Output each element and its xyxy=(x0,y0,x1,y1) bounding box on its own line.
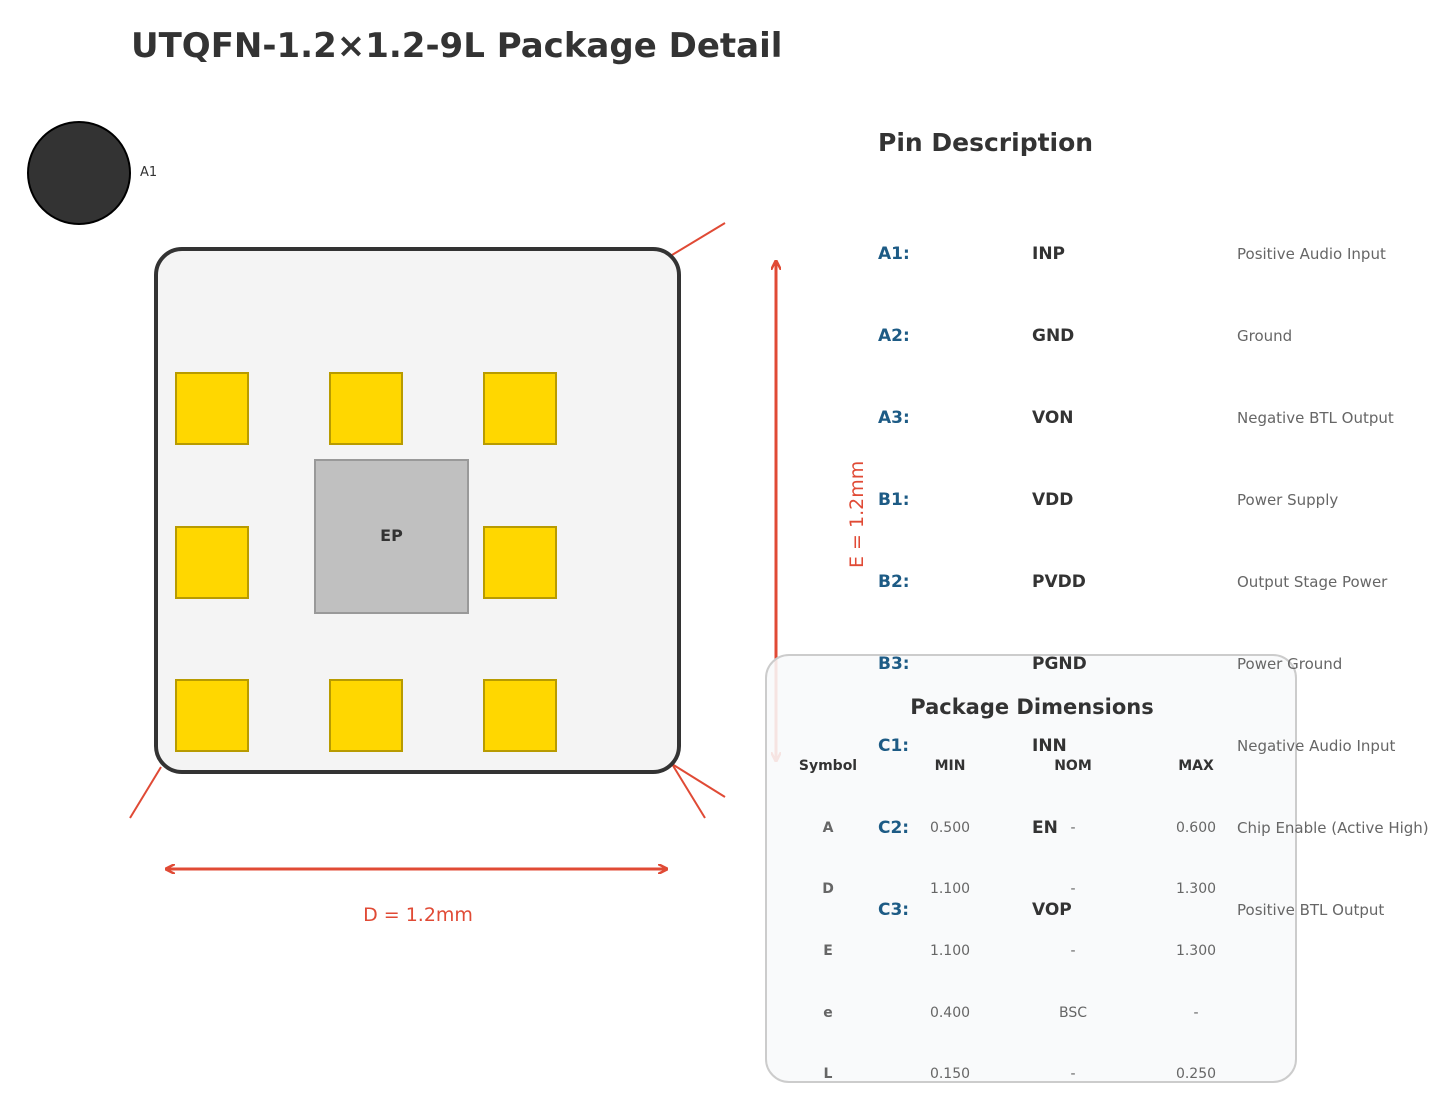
dimensions-cell: - xyxy=(1070,881,1076,897)
pad-a1 xyxy=(175,372,249,445)
dimensions-cell: 1.100 xyxy=(929,943,971,959)
pin-id: C3: xyxy=(878,900,910,920)
dimensions-cell: BSC xyxy=(1058,1005,1088,1021)
dimensions-cell: A xyxy=(822,820,834,836)
dimensions-cell: E xyxy=(823,943,833,959)
pin-desc: Chip Enable (Active High) xyxy=(1237,819,1429,837)
pin1-marker-dot xyxy=(27,121,131,225)
pin-id: B3: xyxy=(878,654,910,674)
pin-name: PVDD xyxy=(1032,572,1086,592)
dimensions-cell: 1.300 xyxy=(1175,881,1217,897)
dimensions-cell: - xyxy=(1193,1005,1199,1021)
dimensions-column-header: Symbol xyxy=(798,758,858,774)
package-dimensions-panel xyxy=(765,654,1297,1083)
pin-name: VOP xyxy=(1032,900,1072,920)
pin-id: A2: xyxy=(878,326,910,346)
dimensions-column-header: NOM xyxy=(1054,758,1092,774)
dimensions-cell: 0.500 xyxy=(929,820,971,836)
dimensions-cell: - xyxy=(1070,943,1076,959)
dimensions-cell: D xyxy=(822,881,834,897)
dimensions-cell: 0.600 xyxy=(1175,820,1217,836)
dimensions-cell: L xyxy=(823,1066,833,1082)
pin-desc: Positive Audio Input xyxy=(1237,245,1386,263)
pin-desc: Power Supply xyxy=(1237,491,1339,509)
dimensions-cell: e xyxy=(823,1005,833,1021)
pad-b3 xyxy=(483,526,557,599)
pin-desc: Positive BTL Output xyxy=(1237,901,1385,919)
pad-c3 xyxy=(483,679,557,752)
dimension-d-label: D = 1.2mm xyxy=(363,904,473,926)
exposed-pad xyxy=(314,459,469,614)
pin-id: C1: xyxy=(878,736,910,756)
pin-desc: Negative BTL Output xyxy=(1237,409,1394,427)
pin-id: B1: xyxy=(878,490,910,510)
pin-name: INP xyxy=(1032,244,1066,264)
pin-name: EN xyxy=(1032,818,1058,838)
exposed-pad-label: EP xyxy=(380,526,403,545)
pad-a2 xyxy=(329,372,403,445)
dimensions-cell: 0.150 xyxy=(929,1066,971,1082)
dimensions-cell: 1.100 xyxy=(929,881,971,897)
dimensions-cell: 0.400 xyxy=(929,1005,971,1021)
pin-id: C2: xyxy=(878,818,910,838)
leader-line-bottom-right-a xyxy=(671,763,726,798)
pin-id: A3: xyxy=(878,408,910,428)
dimensions-column-header: MIN xyxy=(934,758,966,774)
pin-desc: Negative Audio Input xyxy=(1237,737,1396,755)
pad-b1 xyxy=(175,526,249,599)
dimension-e-label: E = 1.2mm xyxy=(846,460,868,568)
pad-c2 xyxy=(329,679,403,752)
leader-line-top-right xyxy=(671,222,726,256)
pin1-marker-label: A1 xyxy=(140,165,158,180)
pin-desc: Power Ground xyxy=(1237,655,1343,673)
pin-name: GND xyxy=(1032,326,1075,346)
dimensions-cell: 0.250 xyxy=(1175,1066,1217,1082)
pin-name: INN xyxy=(1032,736,1067,756)
dimensions-cell: - xyxy=(1070,1066,1076,1082)
leader-line-bottom-left xyxy=(129,766,162,819)
dimensions-column-header: MAX xyxy=(1178,758,1214,774)
pin-name: PGND xyxy=(1032,654,1087,674)
pin-desc: Output Stage Power xyxy=(1237,573,1388,591)
pad-a3 xyxy=(483,372,557,445)
dimensions-cell: 1.300 xyxy=(1175,943,1217,959)
pin-id: A1: xyxy=(878,244,910,264)
leader-line-bottom-right-b xyxy=(671,763,706,819)
pin-id: B2: xyxy=(878,572,910,592)
pin-name: VDD xyxy=(1032,490,1074,510)
package-dimensions-title: Package Dimensions xyxy=(910,695,1154,719)
pin-description-title: Pin Description xyxy=(878,128,1094,157)
dimensions-cell: - xyxy=(1070,820,1076,836)
pad-c1 xyxy=(175,679,249,752)
pin-name: VON xyxy=(1032,408,1074,428)
pin-desc: Ground xyxy=(1237,327,1293,345)
page-title: UTQFN-1.2×1.2-9L Package Detail xyxy=(131,26,783,66)
